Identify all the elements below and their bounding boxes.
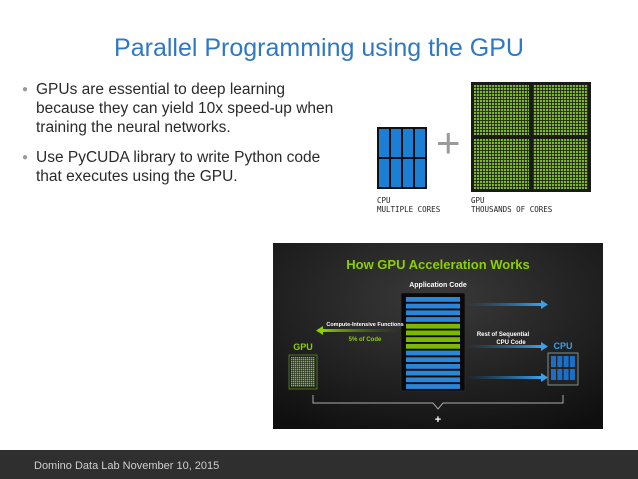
- cpu-core: [379, 159, 389, 187]
- cpu-core: [415, 129, 425, 157]
- bullet-text: GPUs are essential to deep learning beca…: [36, 81, 334, 136]
- cpu-mini-core: [557, 369, 563, 380]
- footer-text: Domino Data Lab November 10, 2015: [34, 460, 220, 472]
- plus-symbol: +: [436, 119, 461, 166]
- cpu-mini-core: [557, 356, 563, 367]
- gpu-label-line: THOUSANDS OF CORES: [471, 205, 553, 214]
- cpu-core: [379, 129, 389, 157]
- bullet-icon: ●: [22, 152, 29, 163]
- bullet-icon: ●: [22, 84, 29, 95]
- cpu-mini-core: [563, 356, 569, 367]
- code-bar-cpu: [406, 357, 460, 363]
- code-bar-cpu: [406, 303, 460, 309]
- gpu-label: GPU: [293, 342, 313, 352]
- accel-title: How GPU Acceleration Works: [346, 257, 530, 272]
- code-bar-cpu: [406, 297, 460, 302]
- cpu-mini-core: [551, 369, 556, 380]
- cpu-core: [403, 129, 413, 157]
- cpu-label: CPU MULTIPLE CORES: [377, 196, 440, 214]
- footer-bar: [0, 450, 638, 479]
- compute-fn-label: Compute-Intensive Functions: [326, 322, 403, 328]
- code-bar-gpu: [406, 343, 460, 349]
- cpu-label-line: CPU: [377, 196, 391, 205]
- cpu-core: [415, 159, 425, 187]
- bullet-item: ● GPUs are essential to deep learning bec…: [20, 80, 340, 137]
- code-stack: [406, 297, 460, 389]
- cpu-core: [391, 159, 401, 187]
- code-bar-cpu: [406, 350, 460, 356]
- bullet-text: Use PyCUDA library to write Python code …: [36, 149, 321, 185]
- code-bar-cpu: [406, 364, 460, 369]
- cpu-mini-core: [563, 369, 569, 380]
- gpu-label: GPU THOUSANDS OF CORES: [471, 196, 552, 214]
- accel-plus: +: [435, 414, 441, 426]
- app-code-label: Application Code: [409, 282, 467, 289]
- gpu-acceleration-diagram: How GPU Acceleration Works Application C…: [273, 243, 603, 429]
- cpu-cores-graphic: [377, 127, 427, 189]
- rest-code-label-1: Rest of Sequential: [477, 332, 530, 338]
- code-bar-gpu: [406, 330, 460, 336]
- cpu-core: [391, 129, 401, 157]
- code-bar-gpu: [406, 323, 460, 329]
- code-bar-cpu: [406, 317, 460, 322]
- code-bar-cpu: [406, 384, 460, 389]
- cpu-label-line: MULTIPLE CORES: [377, 205, 441, 214]
- rest-code-label-2: CPU Code: [496, 340, 526, 346]
- gpu-cores-graphic: [471, 82, 591, 192]
- slide-title: Parallel Programming using the GPU: [114, 34, 524, 62]
- gpu-label-line: GPU: [471, 196, 485, 205]
- cpu-mini-core: [569, 356, 575, 367]
- code-bar-cpu: [406, 310, 460, 316]
- code-bar-cpu: [406, 377, 460, 383]
- pct-label: 5% of Code: [349, 337, 382, 343]
- code-bar-cpu: [406, 370, 460, 376]
- cpu-label: CPU: [553, 341, 572, 351]
- cpu-mini-core: [551, 356, 556, 367]
- bullet-list: ● GPUs are essential to deep learning bec…: [20, 80, 340, 197]
- cpu-core: [403, 159, 413, 187]
- code-bar-gpu: [406, 337, 460, 342]
- cpu-mini-core: [569, 369, 575, 380]
- bullet-item: ● Use PyCUDA library to write Python code…: [20, 148, 340, 186]
